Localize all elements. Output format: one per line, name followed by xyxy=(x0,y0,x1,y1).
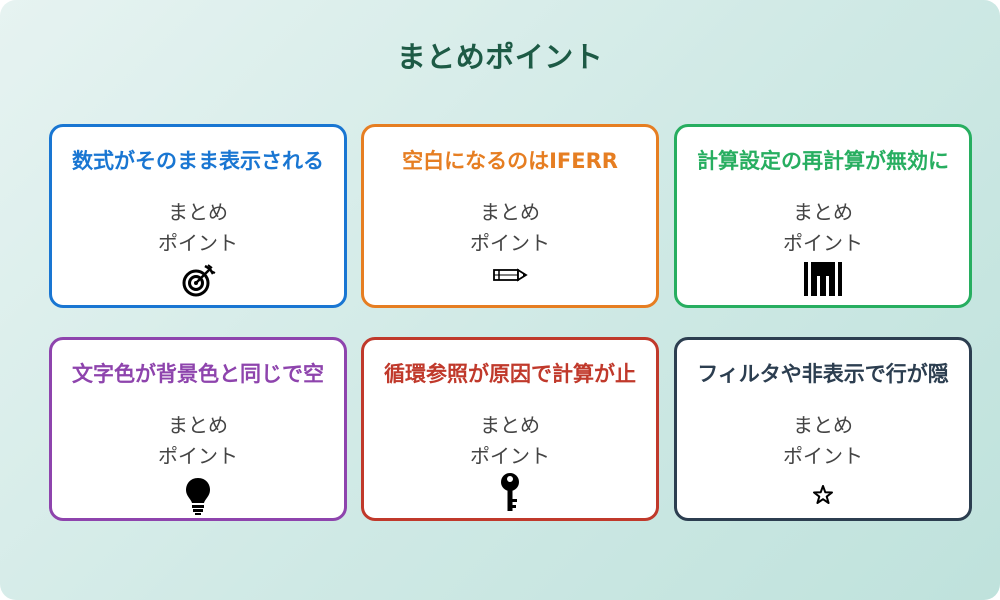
key-icon xyxy=(501,473,519,511)
pencil-icon xyxy=(493,268,528,282)
summary-card-iferror-blank: 空白になるのはIFERR まとめ ポイント xyxy=(361,124,659,308)
card-label: まとめ ポイント xyxy=(52,197,344,259)
page-title: まとめポイント xyxy=(396,40,604,74)
card-title: 循環参照が原因で計算が止 xyxy=(384,362,636,386)
summary-card-circular-ref: 循環参照が原因で計算が止 まとめ ポイント xyxy=(361,337,659,521)
card-label: まとめ ポイント xyxy=(677,197,969,259)
card-label: まとめ ポイント xyxy=(364,410,656,472)
card-label-line2: ポイント xyxy=(470,231,550,255)
card-label-line1: まとめ xyxy=(168,200,228,224)
target-icon xyxy=(182,264,216,297)
card-label-line1: まとめ xyxy=(480,200,540,224)
card-label: まとめ ポイント xyxy=(52,410,344,472)
card-label-line2: ポイント xyxy=(470,444,550,468)
card-title: 計算設定の再計算が無効に xyxy=(697,149,949,173)
card-label-line1: まとめ xyxy=(480,413,540,437)
card-title: 空白になるのはIFERR xyxy=(402,149,618,173)
card-title: 文字色が背景色と同じで空 xyxy=(72,362,324,386)
lightbulb-icon xyxy=(186,478,210,515)
card-title: 数式がそのまま表示される xyxy=(72,149,324,173)
piano-icon xyxy=(804,262,842,296)
card-label-line2: ポイント xyxy=(783,444,863,468)
star-icon xyxy=(813,485,833,504)
summary-card-text-color: 文字色が背景色と同じで空 まとめ ポイント xyxy=(49,337,347,521)
card-label-line2: ポイント xyxy=(158,231,238,255)
summary-card-filter-hidden: フィルタや非表示で行が隠 まとめ ポイント xyxy=(674,337,972,521)
card-label: まとめ ポイント xyxy=(364,197,656,259)
card-label: まとめ ポイント xyxy=(677,410,969,472)
card-label-line2: ポイント xyxy=(158,444,238,468)
summary-card-formula-shown: 数式がそのまま表示される まとめ ポイント xyxy=(49,124,347,308)
card-label-line1: まとめ xyxy=(793,200,853,224)
card-title: フィルタや非表示で行が隠 xyxy=(697,362,949,386)
card-label-line2: ポイント xyxy=(783,231,863,255)
card-label-line1: まとめ xyxy=(168,413,228,437)
summary-card-recalc-disabled: 計算設定の再計算が無効に まとめ ポイント xyxy=(674,124,972,308)
card-label-line1: まとめ xyxy=(793,413,853,437)
